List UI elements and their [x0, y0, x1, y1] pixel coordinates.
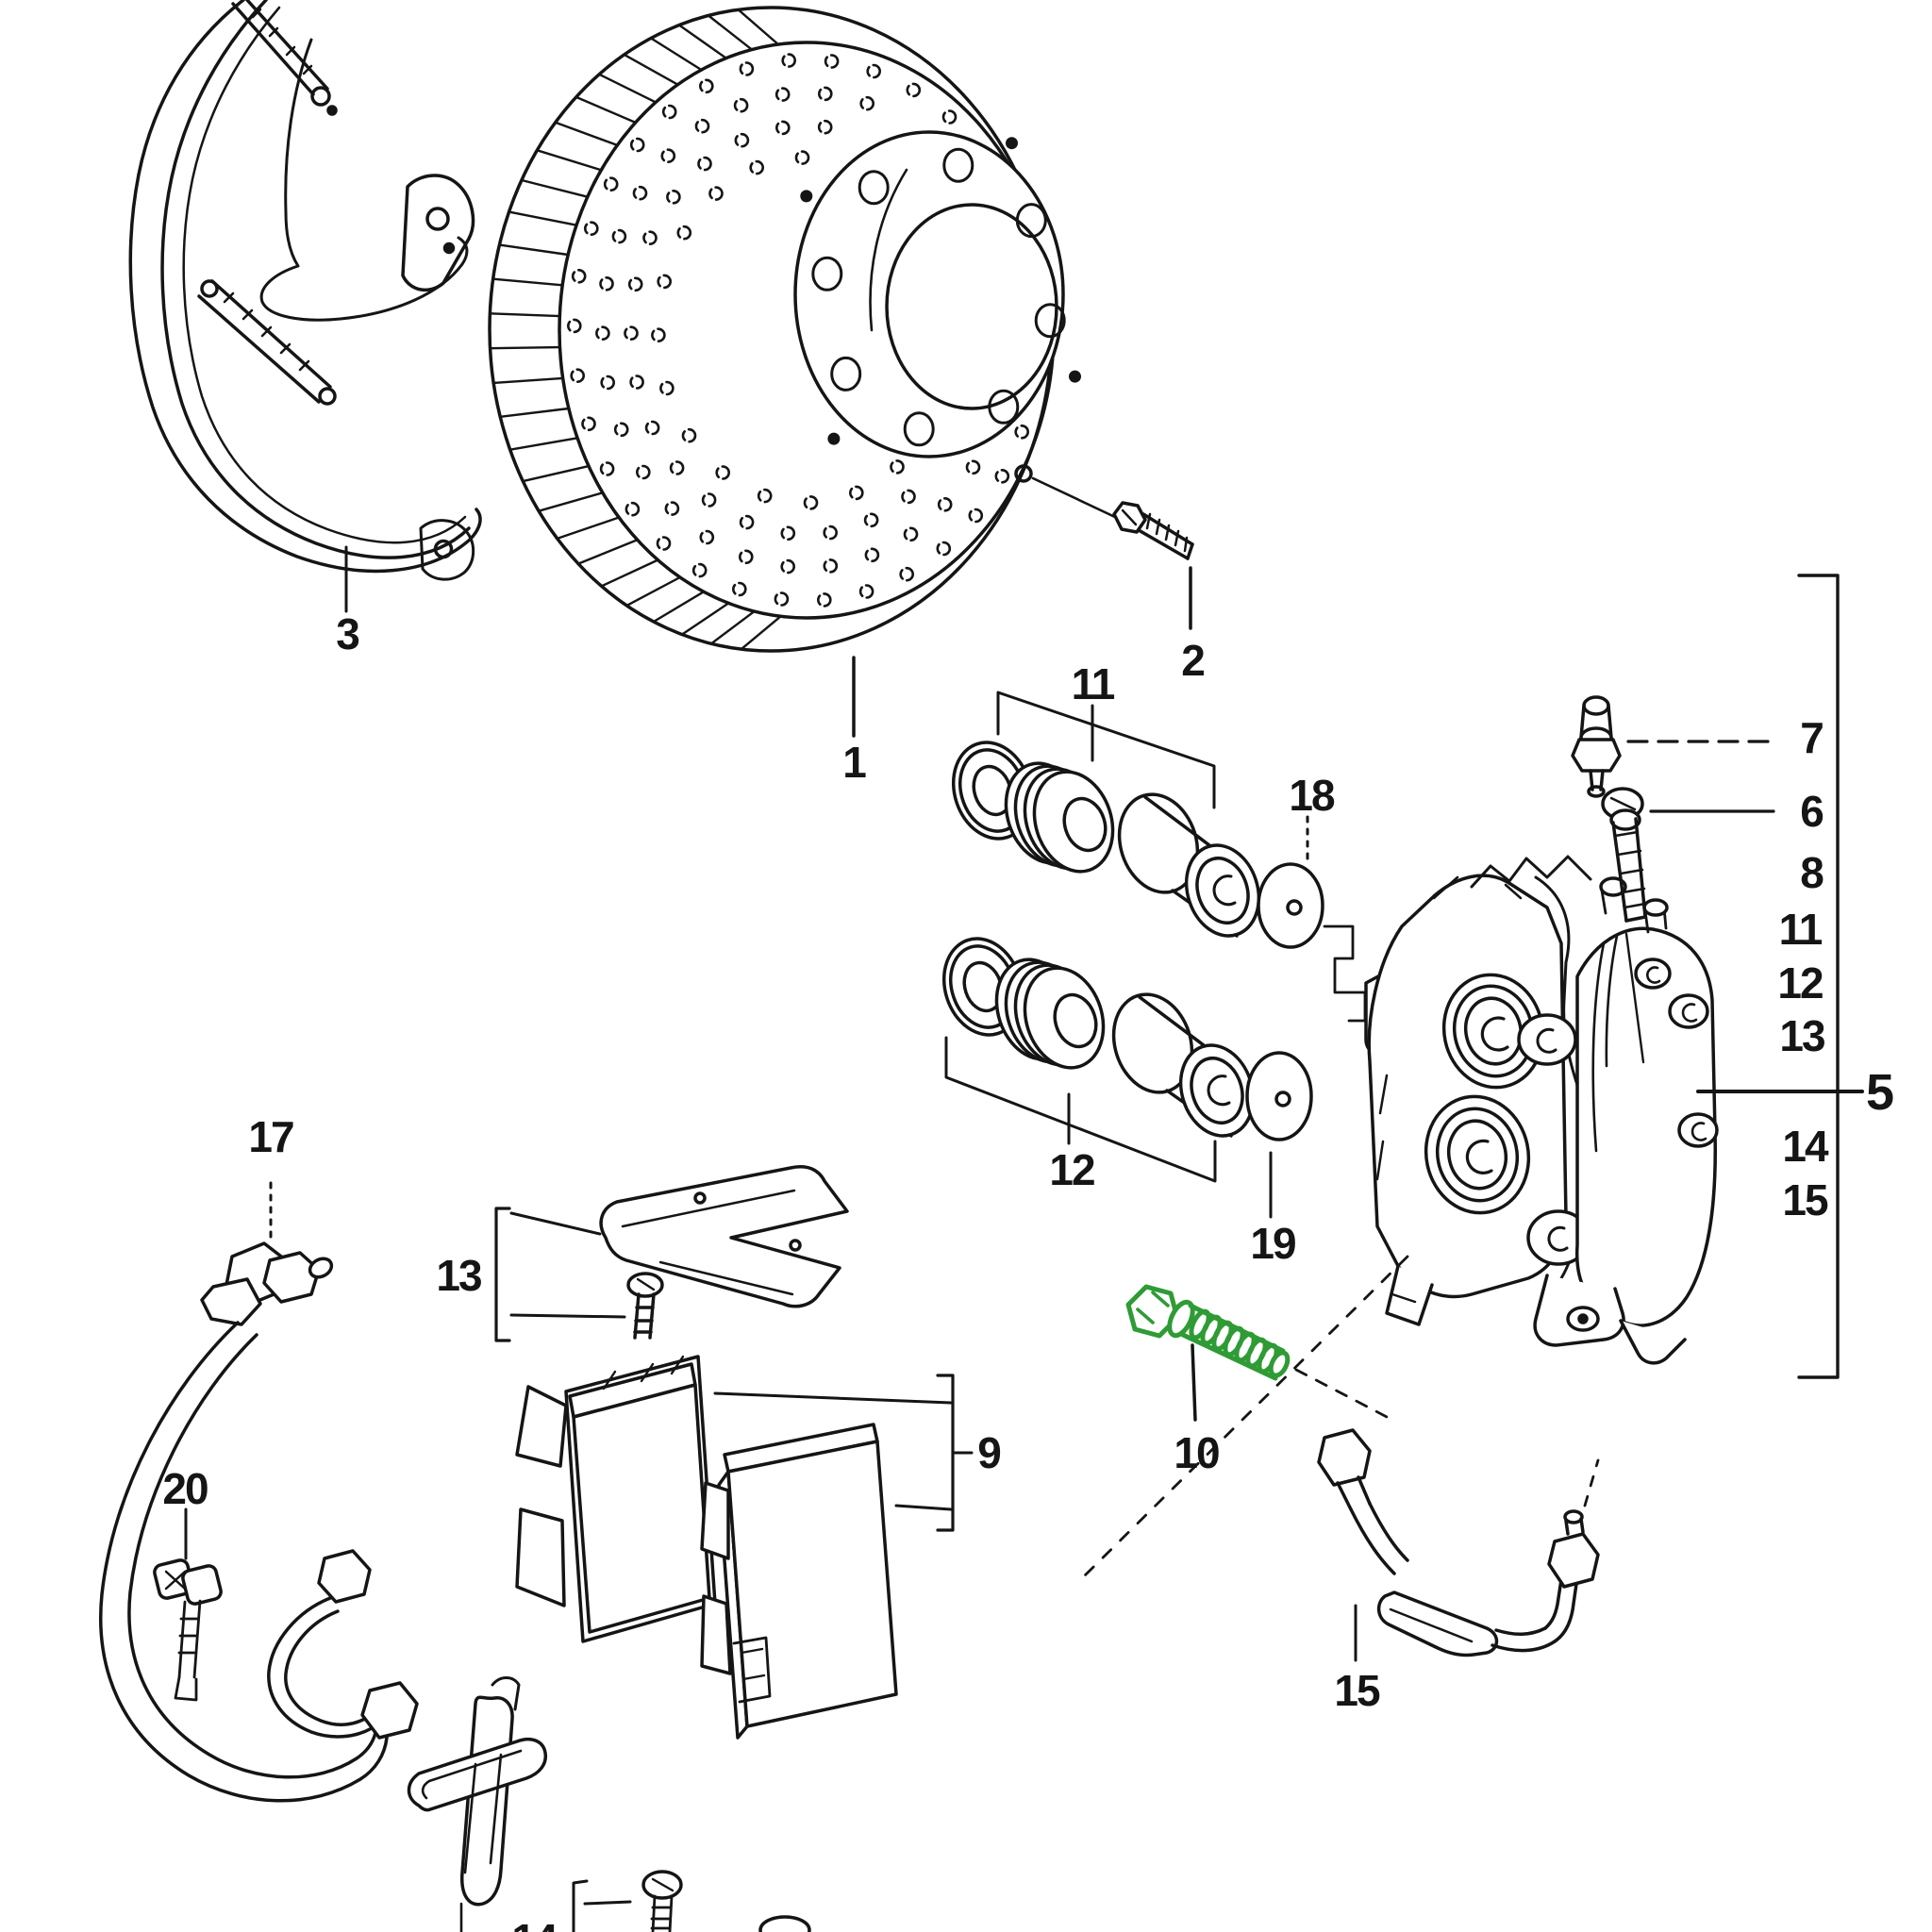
- assembly-dash-caliper-pads: [1081, 1255, 1409, 1579]
- callout-20[interactable]: 20: [162, 1464, 208, 1513]
- brake-caliper-part: [1081, 855, 1719, 1579]
- leader-10: [1191, 1343, 1197, 1422]
- callout-11[interactable]: 11: [1071, 659, 1116, 708]
- bracket-11: [996, 691, 1216, 809]
- leader-9b: [894, 1504, 953, 1511]
- callout-13[interactable]: 13: [1779, 1011, 1825, 1060]
- callout-7[interactable]: 7: [1800, 713, 1824, 762]
- callout-5[interactable]: 5: [1865, 1064, 1894, 1121]
- callout-18[interactable]: 18: [1289, 771, 1335, 820]
- bracket-14: [572, 1879, 589, 1932]
- callout-10-highlighted[interactable]: 10: [1174, 1428, 1220, 1477]
- callout-3[interactable]: 3: [336, 609, 360, 658]
- disc-screw-part: [1112, 501, 1194, 630]
- caliper-brake-pipe-part: [1317, 1428, 1600, 1662]
- guide-bolt-leaders: [1191, 1343, 1389, 1422]
- bracket-9: [936, 1374, 955, 1532]
- brake-disc-part: [488, 6, 1119, 738]
- pad-spring-clip-part: [407, 1676, 811, 1932]
- callout-14[interactable]: 14: [1782, 1122, 1828, 1171]
- callout-9[interactable]: 9: [977, 1428, 1002, 1477]
- callout-1[interactable]: 1: [842, 738, 867, 787]
- callout-13[interactable]: 13: [436, 1251, 482, 1300]
- brake-pads-part: [515, 1355, 974, 1740]
- shim-19-part: [1245, 1051, 1313, 1219]
- callout-15[interactable]: 15: [1782, 1175, 1828, 1224]
- bleeder-valve-part: [1571, 695, 1779, 798]
- brake-hose-part: [99, 1181, 389, 1803]
- callout-6[interactable]: 6: [1800, 787, 1824, 836]
- callout-8[interactable]: 8: [1800, 848, 1824, 897]
- piston-kit-upper: [951, 691, 1261, 938]
- callout-2[interactable]: 2: [1181, 636, 1206, 685]
- caliper-group-bracket: [1696, 574, 1864, 1379]
- leader-13a: [509, 1211, 602, 1236]
- callout-11[interactable]: 11: [1778, 905, 1824, 954]
- leader-14: [583, 1900, 632, 1906]
- leader-13b: [509, 1313, 626, 1319]
- bracket-12: [944, 1036, 1217, 1183]
- piston-kit-lower: [941, 937, 1256, 1183]
- callout-15[interactable]: 15: [1334, 1666, 1380, 1715]
- shim-18-part: [1257, 815, 1367, 1023]
- callout-14[interactable]: 14: [511, 1918, 558, 1932]
- callout-12[interactable]: 12: [1049, 1145, 1095, 1194]
- retaining-plate-part: [494, 1165, 849, 1342]
- highlighted-guide-bolt-part[interactable]: [1125, 1284, 1291, 1381]
- wear-sensor-part: [153, 1507, 419, 1740]
- caliper-screw-part: [1601, 787, 1775, 923]
- callout-17[interactable]: 17: [248, 1112, 294, 1161]
- splash-shield-part: [128, 0, 482, 613]
- leader-9a: [713, 1391, 953, 1405]
- bracket-13: [494, 1207, 511, 1342]
- callout-19[interactable]: 19: [1250, 1219, 1296, 1268]
- callout-12[interactable]: 12: [1777, 958, 1824, 1008]
